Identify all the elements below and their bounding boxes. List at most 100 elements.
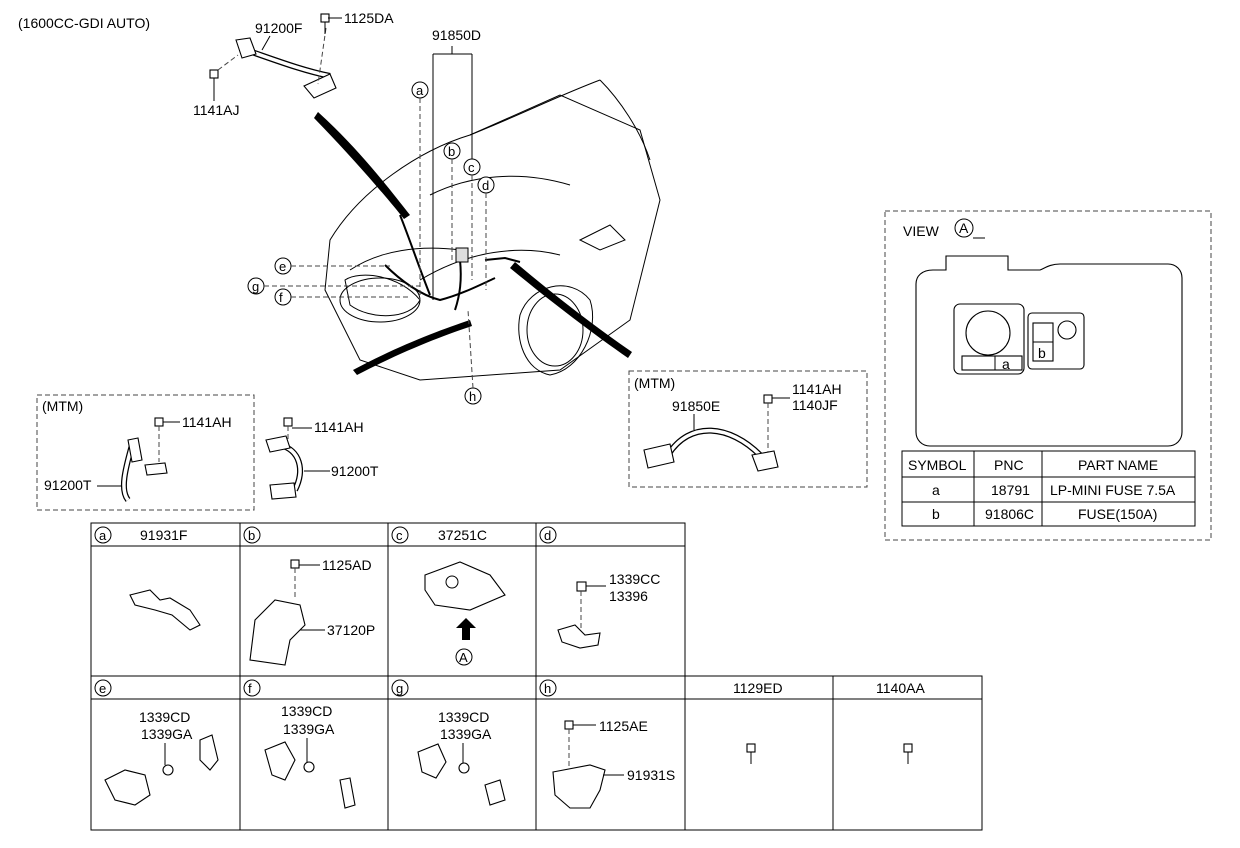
detail-e-p1: 1339CD	[139, 709, 190, 725]
detail-d-letter: d	[544, 528, 551, 543]
svg-text:d: d	[482, 178, 489, 193]
detail-f-p2: 1339GA	[283, 721, 335, 737]
parts-table: SYMBOL PNC PART NAME a 18791 LP-MINI FUS…	[901, 450, 1196, 527]
label-91200T-left1: 91200T	[44, 477, 92, 493]
label-1141AH-left2: 1141AH	[314, 419, 364, 435]
detail-f-letter: f	[248, 681, 252, 696]
car-cables	[314, 112, 632, 375]
detail-e-letter: e	[99, 681, 106, 696]
detail-f-nut	[303, 761, 315, 773]
detail-h-p1: 1125AE	[599, 718, 648, 734]
detail-b-circle	[243, 526, 261, 544]
mtm-left-title: (MTM)	[42, 398, 83, 414]
label-1141AJ: 1141AJ	[193, 102, 239, 118]
bolt-1140AA-icon	[903, 743, 913, 764]
view-marker-circle	[954, 218, 974, 238]
svg-text:h: h	[469, 389, 476, 404]
table-cell-pnc-1: 18791	[991, 482, 1030, 498]
bolt-1129ED-icon	[746, 743, 756, 764]
label-1141AH-left1: 1141AH	[182, 414, 232, 430]
svg-text:b: b	[448, 144, 455, 159]
variant-label: (1600CC-GDI AUTO)	[18, 15, 150, 31]
detail-c-arrow-icon	[456, 618, 476, 640]
table-cell-pnc-2: 91806C	[985, 506, 1034, 522]
svg-text:f: f	[279, 290, 283, 305]
detail-h-circle	[539, 679, 557, 697]
detail-d-p2: 13396	[609, 588, 648, 604]
detail-b-bolt	[290, 559, 300, 569]
detail-b-letter: b	[248, 528, 255, 543]
detail-g-bracket	[484, 779, 506, 806]
detail-e-circle	[94, 679, 112, 697]
table-cell-symbol-1: a	[932, 482, 940, 498]
bolt-1125DA	[320, 13, 330, 34]
view-title: VIEW	[903, 223, 940, 239]
label-91200F: 91200F	[255, 20, 302, 36]
detail-g-nut	[458, 762, 470, 774]
callout-b-main: b	[443, 142, 461, 260]
detail-b-p1: 1125AD	[322, 557, 372, 573]
table-header-pnc: PNC	[994, 457, 1024, 473]
detail-a-circle	[94, 526, 112, 544]
detail-f-bracket	[339, 777, 356, 809]
mtm-right-box	[628, 370, 868, 488]
detail-f-connector	[264, 741, 296, 781]
mtm-left-box	[36, 394, 255, 511]
callout-c-main: c	[463, 158, 481, 280]
label-91850D: 91850D	[432, 27, 481, 43]
detail-1140AA-pnc: 1140AA	[876, 680, 925, 696]
svg-text:e: e	[279, 259, 286, 274]
detail-h-letter: h	[544, 681, 551, 696]
fuse-label-a: a	[1002, 356, 1010, 372]
vehicle-outline	[324, 79, 661, 381]
engine-harness	[384, 214, 521, 311]
harness-91200T-2	[265, 417, 303, 500]
leader-91850D	[432, 46, 473, 300]
detail-d-p1: 1339CC	[609, 571, 660, 587]
detail-f-circle	[243, 679, 261, 697]
detail-c-circle	[391, 526, 409, 544]
harness-91200T-1	[120, 417, 168, 502]
harness-91200F	[235, 27, 337, 99]
table-header-partname: PART NAME	[1078, 457, 1158, 473]
detail-c-marker: A	[459, 650, 468, 665]
svg-text:c: c	[468, 160, 475, 175]
detail-g-p1: 1339CD	[438, 709, 489, 725]
svg-text:g: g	[252, 279, 259, 294]
callout-h-main: h	[464, 309, 482, 405]
label-1125DA: 1125DA	[344, 10, 394, 26]
detail-1129ED-pnc: 1129ED	[733, 680, 783, 696]
detail-b-p2: 37120P	[327, 622, 375, 638]
bolt-1141AJ	[209, 69, 219, 92]
table-cell-name-2: FUSE(150A)	[1078, 506, 1157, 522]
detail-h-bracket	[552, 764, 606, 809]
callout-a-main: a	[411, 81, 429, 300]
detail-g-connector	[417, 743, 447, 779]
detail-g-circle	[391, 679, 409, 697]
callout-d-main: d	[477, 176, 495, 290]
detail-c-cover	[424, 561, 506, 611]
view-a-box	[884, 210, 1212, 541]
detail-grid	[90, 522, 983, 831]
detail-a-letter: a	[99, 528, 107, 543]
label-91200T-left2: 91200T	[331, 463, 379, 479]
detail-f-p1: 1339CD	[281, 703, 332, 719]
detail-d-terminal	[557, 624, 601, 649]
detail-e-nut	[162, 764, 174, 776]
detail-d-nut	[576, 581, 587, 592]
label-91850E: 91850E	[672, 398, 720, 414]
label-1140JF-right: 1140JF	[792, 397, 838, 413]
table-cell-name-1: LP-MINI FUSE 7.5A	[1050, 482, 1176, 498]
detail-b-junction	[249, 599, 306, 666]
detail-g-letter: g	[396, 681, 403, 696]
detail-d-circle	[539, 526, 557, 544]
table-header-symbol: SYMBOL	[908, 457, 967, 473]
callout-f-main: f	[274, 288, 410, 306]
callout-g-main: g	[247, 277, 420, 295]
mtm-right-title: (MTM)	[634, 375, 675, 391]
callout-e-main: e	[274, 257, 390, 275]
detail-a-pnc: 91931F	[140, 527, 187, 543]
detail-c-marker-circle	[455, 648, 473, 666]
table-cell-symbol-2: b	[932, 506, 940, 522]
